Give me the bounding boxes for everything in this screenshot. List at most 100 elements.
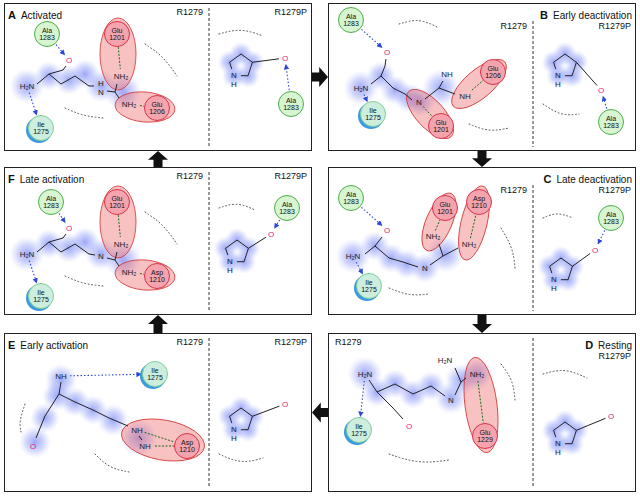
residue-circle: Glu 1201 bbox=[432, 195, 458, 221]
proline-ring bbox=[561, 258, 572, 266]
atom-label: N H bbox=[226, 257, 234, 275]
salt-bridge-ellipse bbox=[114, 89, 176, 124]
bond-line bbox=[93, 410, 109, 418]
bond-line bbox=[455, 368, 461, 382]
transition-arrow bbox=[472, 315, 492, 333]
atom-label: NH₂ bbox=[114, 72, 129, 81]
proline-ring bbox=[252, 59, 279, 63]
atom-label: H₂N bbox=[354, 84, 369, 93]
bond-line bbox=[405, 94, 412, 100]
bond-line bbox=[37, 242, 49, 252]
contour-dots bbox=[399, 21, 439, 28]
salt-bridge-dash bbox=[118, 47, 120, 69]
panel-header: DResting bbox=[585, 335, 632, 353]
bond-line bbox=[439, 88, 455, 94]
panel-header: BEarly deactivation bbox=[540, 5, 632, 23]
bond-line bbox=[443, 248, 458, 256]
residue-variant-label: R1279P bbox=[274, 7, 307, 17]
salt-bridge-dash bbox=[472, 80, 483, 90]
residue-circle: Asp 1210 bbox=[174, 433, 200, 459]
proline-ring bbox=[241, 408, 252, 416]
residue-circle: Ala 1283 bbox=[38, 189, 64, 215]
residue-label: Ile 1275 bbox=[32, 289, 50, 303]
hbond-arrow bbox=[361, 207, 381, 225]
atom-label: NH₂ bbox=[426, 232, 441, 241]
residue-label: Glu 1206 bbox=[148, 101, 166, 115]
bond-line bbox=[49, 242, 61, 252]
salt-bridge-ellipse bbox=[415, 188, 463, 255]
bond-line bbox=[393, 408, 403, 419]
bond-line bbox=[75, 76, 89, 86]
residue-circle: Ala 1283 bbox=[338, 185, 364, 211]
state-panel: DRestingR1279R1279PIle 1275Glu 1229 bbox=[328, 333, 636, 492]
electron-cloud bbox=[217, 404, 241, 428]
panel-illustration bbox=[19, 338, 280, 488]
residue-circle: Glu 1201 bbox=[104, 189, 130, 215]
proline-ring bbox=[554, 430, 556, 437]
bond-line bbox=[439, 244, 443, 256]
residue-label: Glu 1229 bbox=[476, 429, 494, 443]
transition-arrow bbox=[312, 67, 328, 87]
residue-circle: Ala 1283 bbox=[598, 109, 624, 135]
proline-ring bbox=[554, 54, 565, 62]
contour-dots bbox=[145, 212, 177, 244]
residue-variant-label: R1279 bbox=[176, 171, 203, 181]
atom-label: N bbox=[98, 252, 104, 261]
atom-label: N H bbox=[550, 275, 558, 293]
bond-line bbox=[430, 256, 443, 265]
residue-circle: Ala 1283 bbox=[34, 21, 60, 47]
atom-label: NH₂ bbox=[462, 240, 477, 249]
bond-line bbox=[393, 88, 405, 94]
divider-line bbox=[209, 172, 210, 311]
proline-ring bbox=[572, 254, 590, 267]
hbond-arrow bbox=[70, 374, 141, 376]
hbond-arrow bbox=[29, 93, 36, 115]
bond-line bbox=[385, 59, 386, 66]
residue-circle: Ala 1283 bbox=[278, 91, 304, 117]
bond-line bbox=[381, 76, 393, 88]
atom-label: O bbox=[282, 400, 288, 409]
panel-title: Activated bbox=[21, 10, 62, 21]
residue-label: Ile 1275 bbox=[350, 423, 368, 437]
panel-title: Late activation bbox=[20, 174, 85, 185]
bond-line bbox=[61, 244, 75, 252]
contour-dots bbox=[145, 44, 177, 76]
panel-letter: B bbox=[540, 9, 548, 21]
electron-cloud bbox=[541, 50, 565, 74]
residue-label: Glu 1201 bbox=[432, 119, 450, 133]
bond-line bbox=[75, 244, 89, 254]
proline-ring bbox=[226, 240, 237, 248]
atom-label: NH₂ bbox=[470, 370, 485, 379]
proline-ring bbox=[565, 75, 572, 76]
bond-line bbox=[59, 382, 61, 394]
bond-line bbox=[381, 66, 385, 76]
bond-line bbox=[63, 66, 66, 70]
hbond-arrow bbox=[59, 214, 65, 223]
bond-line bbox=[89, 254, 95, 255]
residue-label: Ile 1275 bbox=[146, 367, 164, 381]
residue-variant-label: R1279 bbox=[176, 7, 203, 17]
residue-variant-label: R1279 bbox=[176, 337, 203, 347]
bond-line bbox=[377, 392, 393, 408]
residue-circle: Glu 1201 bbox=[104, 21, 130, 47]
residue-circle: Ala 1283 bbox=[598, 205, 624, 231]
atom-label: O bbox=[384, 226, 390, 235]
salt-bridge-ellipse bbox=[459, 355, 503, 454]
bond-line bbox=[37, 74, 49, 84]
bond-line bbox=[49, 238, 63, 242]
atom-label: H₂N bbox=[20, 250, 35, 259]
proline-ring bbox=[248, 237, 266, 248]
residue-label: Glu 1201 bbox=[108, 195, 126, 209]
hbond-arrow bbox=[361, 29, 381, 47]
atom-label: NH bbox=[55, 372, 67, 381]
proline-ring bbox=[565, 54, 576, 62]
contour-dots bbox=[543, 104, 579, 115]
atom-label: NH bbox=[459, 92, 471, 101]
proline-ring bbox=[241, 54, 252, 62]
contour-dots bbox=[469, 124, 509, 130]
proline-ring bbox=[230, 416, 232, 423]
electron-cloud bbox=[541, 418, 565, 442]
atom-label: O bbox=[598, 86, 604, 95]
residue-label: Glu 1206 bbox=[484, 65, 502, 79]
